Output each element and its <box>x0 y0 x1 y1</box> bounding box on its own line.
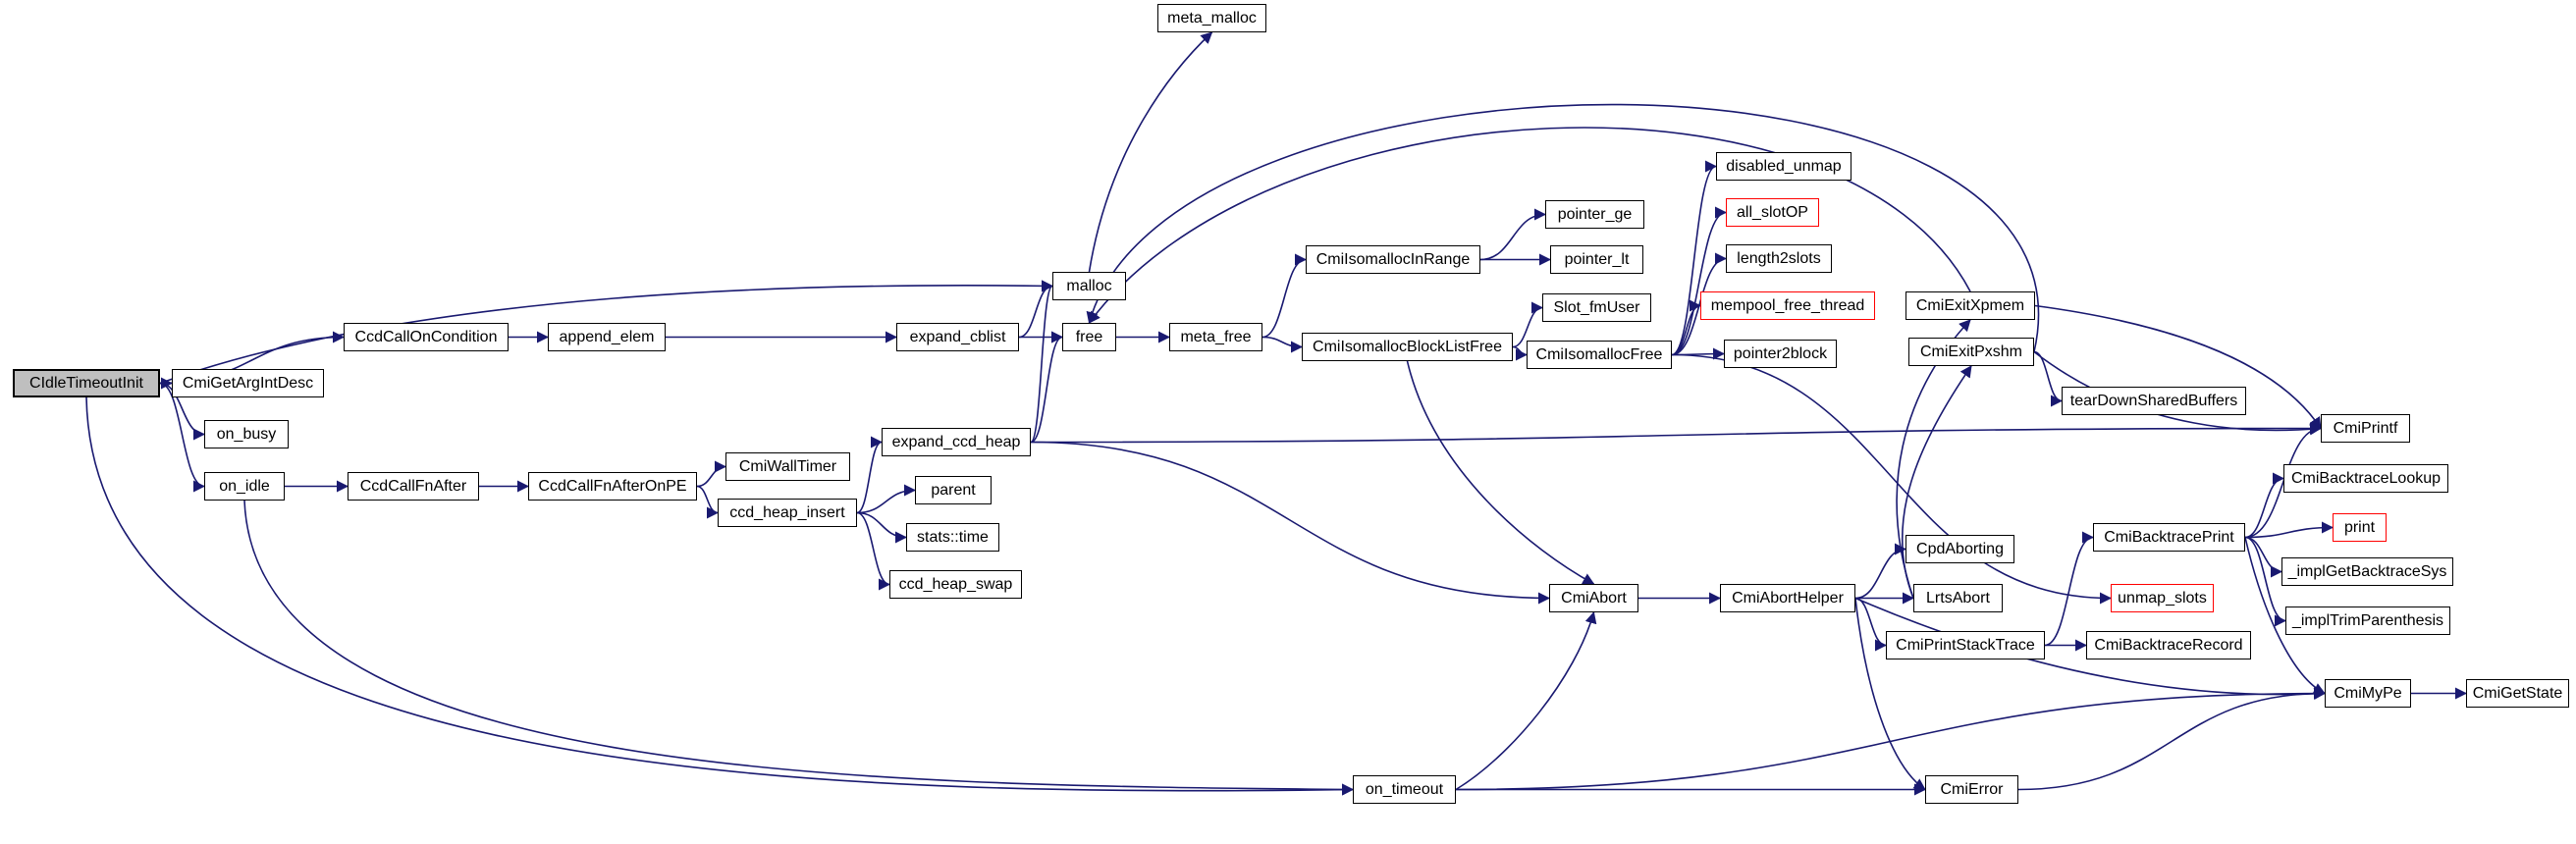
graph-node-CmiExitXpmem[interactable]: CmiExitXpmem <box>1905 291 2035 320</box>
edge-CmiPrintStackTrace-to-CmiBacktracePrint <box>2044 531 2094 647</box>
edge-on_timeout-to-CmiAbort <box>1455 611 1597 791</box>
edge-CIdleTimeoutInit-to-on_busy <box>159 382 205 441</box>
edge-CmiIsomallocFree-to-all_slotOP <box>1671 206 1727 356</box>
edge-CcdCallFnAfterOnPE-to-CmiWallTimer <box>696 460 726 488</box>
graph-node-meta_malloc[interactable]: meta_malloc <box>1157 4 1266 32</box>
graph-node-stats_time[interactable]: stats::time <box>906 523 999 552</box>
graph-node-CmiIsomallocInRange[interactable]: CmiIsomallocInRange <box>1306 245 1480 274</box>
graph-node-CmiGetState[interactable]: CmiGetState <box>2466 679 2569 708</box>
graph-node-CmiIsomallocBlockListFree[interactable]: CmiIsomallocBlockListFree <box>1302 333 1513 361</box>
graph-node-CmiBacktraceLookup[interactable]: CmiBacktraceLookup <box>2283 464 2448 493</box>
edge-CmiAbortHelper-to-CmiError <box>1854 598 1926 791</box>
graph-node-parent[interactable]: parent <box>915 476 992 504</box>
edge-on_timeout-to-CmiMyPe <box>1455 687 2326 791</box>
edge-meta_free-to-CmiIsomallocInRange <box>1261 253 1307 339</box>
graph-node-_implGetBacktraceSys[interactable]: _implGetBacktraceSys <box>2281 557 2453 586</box>
edge-CmiIsomallocFree-to-disabled_unmap <box>1671 160 1717 356</box>
graph-node-tearDownSharedBuffers[interactable]: tearDownSharedBuffers <box>2062 387 2246 415</box>
edge-LrtsAbort-to-CmiExitPxshm <box>1901 365 1972 599</box>
graph-node-free[interactable]: free <box>1062 323 1116 351</box>
graph-node-pointer2block[interactable]: pointer2block <box>1724 340 1837 368</box>
edge-ccd_heap_insert-to-stats_time <box>856 511 907 544</box>
graph-node-Slot_fmUser[interactable]: Slot_fmUser <box>1542 293 1651 322</box>
graph-node-CmiPrintf[interactable]: CmiPrintf <box>2321 414 2410 443</box>
graph-node-CmiGetArgIntDesc[interactable]: CmiGetArgIntDesc <box>172 369 324 397</box>
edge-ccd_heap_insert-to-parent <box>856 484 916 514</box>
edge-expand_ccd_heap-to-CmiPrintf <box>1030 422 2322 444</box>
graph-node-CmiBacktraceRecord[interactable]: CmiBacktraceRecord <box>2086 631 2251 659</box>
graph-node-CmiIsomallocFree[interactable]: CmiIsomallocFree <box>1527 341 1672 369</box>
graph-node-pointer_lt[interactable]: pointer_lt <box>1550 245 1643 274</box>
edge-CmiBacktracePrint-to-CmiPrintf <box>2244 422 2322 539</box>
edge-CIdleTimeoutInit-to-on_timeout <box>85 396 1354 796</box>
graph-node-LrtsAbort[interactable]: LrtsAbort <box>1913 584 2003 612</box>
edge-CmiIsomallocFree-to-unmap_slots <box>1671 353 2112 605</box>
edge-CmiError-to-CmiMyPe <box>2017 687 2326 791</box>
graph-node-CIdleTimeoutInit[interactable]: CIdleTimeoutInit <box>13 369 160 397</box>
edge-CcdCallFnAfterOnPE-to-ccd_heap_insert <box>696 485 719 519</box>
graph-node-print[interactable]: print <box>2333 513 2387 542</box>
edge-meta_free-to-CmiIsomallocBlockListFree <box>1261 336 1303 353</box>
graph-node-meta_free[interactable]: meta_free <box>1169 323 1262 351</box>
edge-expand_ccd_heap-to-free <box>1030 331 1063 444</box>
graph-node-CmiAbortHelper[interactable]: CmiAbortHelper <box>1720 584 1855 612</box>
edge-CmiExitPxshm-to-tearDownSharedBuffers <box>2033 350 2063 407</box>
graph-node-_implTrimParenthesis[interactable]: _implTrimParenthesis <box>2285 607 2450 635</box>
graph-node-unmap_slots[interactable]: unmap_slots <box>2111 584 2214 612</box>
graph-node-on_timeout[interactable]: on_timeout <box>1353 775 1456 804</box>
graph-node-length2slots[interactable]: length2slots <box>1726 244 1832 273</box>
edge-CIdleTimeoutInit-to-on_idle <box>159 382 205 493</box>
graph-node-CmiMyPe[interactable]: CmiMyPe <box>2325 679 2411 708</box>
edge-on_idle-to-on_timeout <box>243 500 1354 796</box>
graph-node-append_elem[interactable]: append_elem <box>548 323 666 351</box>
edge-CmiBacktracePrint-to-print <box>2244 521 2334 539</box>
graph-node-pointer_ge[interactable]: pointer_ge <box>1545 200 1644 229</box>
edge-CmiExitPxshm-to-free <box>1086 103 2040 352</box>
edge-CmiAbortHelper-to-CpdAborting <box>1854 543 1906 600</box>
edge-ccd_heap_insert-to-ccd_heap_swap <box>856 511 890 591</box>
edge-expand_ccd_heap-to-malloc <box>1030 280 1053 444</box>
graph-node-CcdCallFnAfter[interactable]: CcdCallFnAfter <box>348 472 479 501</box>
edge-CmiExitXpmem-to-CmiPrintf <box>2034 304 2322 430</box>
graph-node-CmiAbort[interactable]: CmiAbort <box>1549 584 1638 612</box>
edge-CmiBacktracePrint-to-CmiBacktraceLookup <box>2244 472 2284 539</box>
edge-ccd_heap_insert-to-expand_ccd_heap <box>856 436 883 514</box>
graph-node-CmiError[interactable]: CmiError <box>1925 775 2018 804</box>
graph-node-CmiBacktracePrint[interactable]: CmiBacktracePrint <box>2093 523 2245 552</box>
graph-node-on_idle[interactable]: on_idle <box>204 472 285 501</box>
graph-node-malloc[interactable]: malloc <box>1052 272 1126 300</box>
graph-node-CpdAborting[interactable]: CpdAborting <box>1905 535 2014 563</box>
edge-CmiExitXpmem-to-free <box>1088 127 1971 324</box>
edge-CmiIsomallocInRange-to-pointer_ge <box>1479 208 1546 261</box>
edge-CmiIsomallocBlockListFree-to-CmiIsomallocFree <box>1512 345 1528 361</box>
graph-node-CcdCallOnCondition[interactable]: CcdCallOnCondition <box>344 323 509 351</box>
edge-CmiBacktracePrint-to-_implTrimParenthesis <box>2244 536 2286 627</box>
graph-node-ccd_heap_insert[interactable]: ccd_heap_insert <box>718 499 857 527</box>
edge-CIdleTimeoutInit-to-malloc <box>159 280 1053 385</box>
graph-node-ccd_heap_swap[interactable]: ccd_heap_swap <box>889 570 1022 599</box>
edge-CmiExitPxshm-to-CmiPrintf <box>2033 350 2322 436</box>
edge-malloc-to-meta_malloc <box>1088 31 1213 273</box>
graph-node-disabled_unmap[interactable]: disabled_unmap <box>1716 152 1852 181</box>
graph-node-CcdCallFnAfterOnPE[interactable]: CcdCallFnAfterOnPE <box>528 472 697 501</box>
graph-node-expand_cblist[interactable]: expand_cblist <box>896 323 1019 351</box>
graph-node-CmiWallTimer[interactable]: CmiWallTimer <box>725 452 850 481</box>
graph-node-CmiExitPxshm[interactable]: CmiExitPxshm <box>1908 338 2034 366</box>
graph-node-expand_ccd_heap[interactable]: expand_ccd_heap <box>882 428 1031 456</box>
graph-node-all_slotOP[interactable]: all_slotOP <box>1726 198 1819 227</box>
edge-CmiIsomallocBlockListFree-to-CmiAbort <box>1406 360 1595 585</box>
edge-CmiBacktracePrint-to-CmiMyPe <box>2244 537 2326 695</box>
edge-CmiIsomallocBlockListFree-to-Slot_fmUser <box>1512 301 1543 348</box>
graph-node-CmiPrintStackTrace[interactable]: CmiPrintStackTrace <box>1886 631 2045 659</box>
graph-node-on_busy[interactable]: on_busy <box>204 420 289 448</box>
edge-expand_ccd_heap-to-CmiAbort <box>1030 441 1550 605</box>
graph-node-mempool_free_thread[interactable]: mempool_free_thread <box>1700 291 1875 320</box>
edge-CmiIsomallocFree-to-mempool_free_thread <box>1671 299 1701 356</box>
